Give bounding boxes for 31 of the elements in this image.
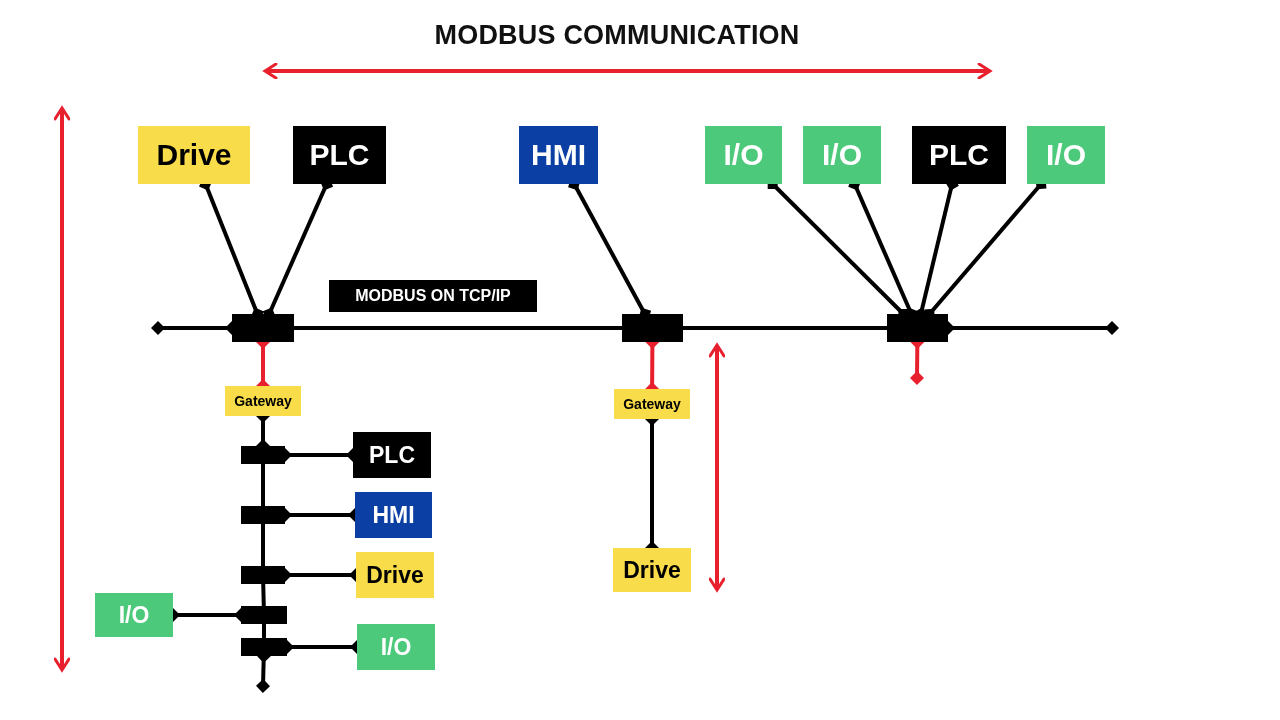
device-box: PLC [353,432,431,478]
connector-line [294,326,622,330]
bus-connector [241,446,285,464]
device-box: PLC [912,126,1006,184]
bus-connector [241,606,287,624]
device-box: Drive [613,548,691,592]
connector-line [261,583,266,607]
bus-connector [241,638,287,656]
device-box: I/O [357,624,435,670]
device-box: I/O [95,593,173,637]
bus-connector [232,314,294,342]
gateway-box: Gateway [614,389,690,419]
gateway-box: Gateway [225,386,301,416]
connector-line [261,524,265,566]
diagram-title: MODBUS COMMUNICATION [433,20,801,51]
device-box: I/O [705,126,782,184]
device-box: I/O [803,126,881,184]
device-box: I/O [1027,126,1105,184]
device-box: PLC [293,126,386,184]
network-label: MODBUS ON TCP/IP [329,280,537,312]
bus-connector [241,506,285,524]
device-box: Drive [356,552,434,598]
connector-line [261,464,265,506]
connector-line [683,326,887,330]
device-box: HMI [519,126,598,184]
device-box: HMI [355,492,432,538]
connector-line [262,624,266,638]
bus-connector [241,566,285,584]
bus-connector [887,314,948,342]
device-box: Drive [138,126,250,184]
bus-connector [622,314,683,342]
